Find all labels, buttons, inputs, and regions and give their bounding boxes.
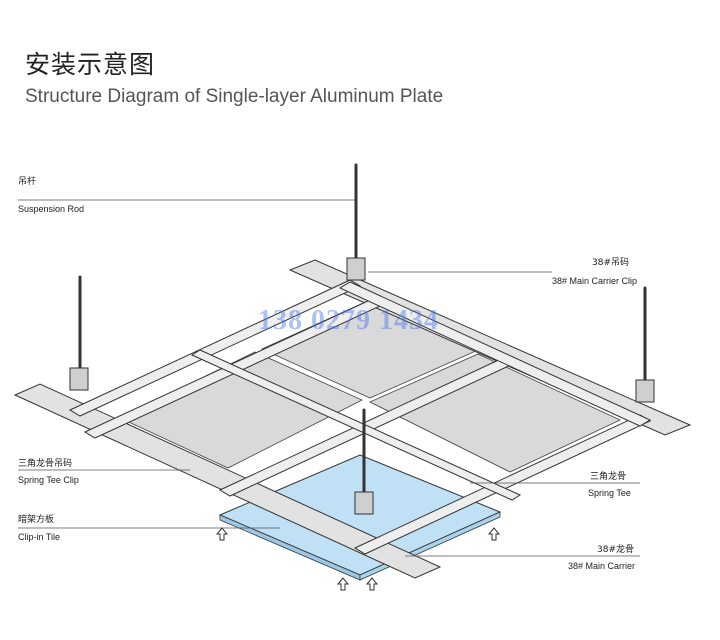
title-english: Structure Diagram of Single-layer Alumin… [25, 86, 444, 107]
carrier-clips [69, 257, 655, 515]
watermark-phone: 138 0279 1434 [258, 305, 439, 336]
label-spring-tee-en: Spring Tee [588, 488, 631, 498]
label-suspension-rod-en: Suspension Rod [18, 204, 85, 214]
label-clip-in-tile-cn: 暗架方板 [18, 515, 55, 525]
label-main-carrier-cn: 38#龙骨 [597, 545, 634, 555]
leader-lines [18, 199, 640, 557]
label-main-carrier-clip-en: 38# Main Carrier Clip [552, 276, 638, 286]
label-spring-tee-clip-en: Spring Tee Clip [18, 475, 79, 485]
label-clip-in-tile-en: Clip-in Tile [18, 532, 61, 542]
label-main-carrier-en: 38# Main Carrier [568, 561, 636, 571]
label-suspension-rod-cn: 吊杆 [18, 177, 37, 187]
label-spring-tee-cn: 三角龙骨 [590, 472, 627, 482]
spring-tee-rails [68, 279, 652, 555]
title-chinese: 安装示意图 [25, 50, 156, 79]
label-main-carrier-clip-cn: 38#吊码 [592, 258, 629, 268]
suspension-rods [78, 163, 647, 502]
label-spring-tee-clip-cn: 三角龙骨吊码 [18, 459, 73, 469]
arrow-up-icon [215, 527, 501, 591]
